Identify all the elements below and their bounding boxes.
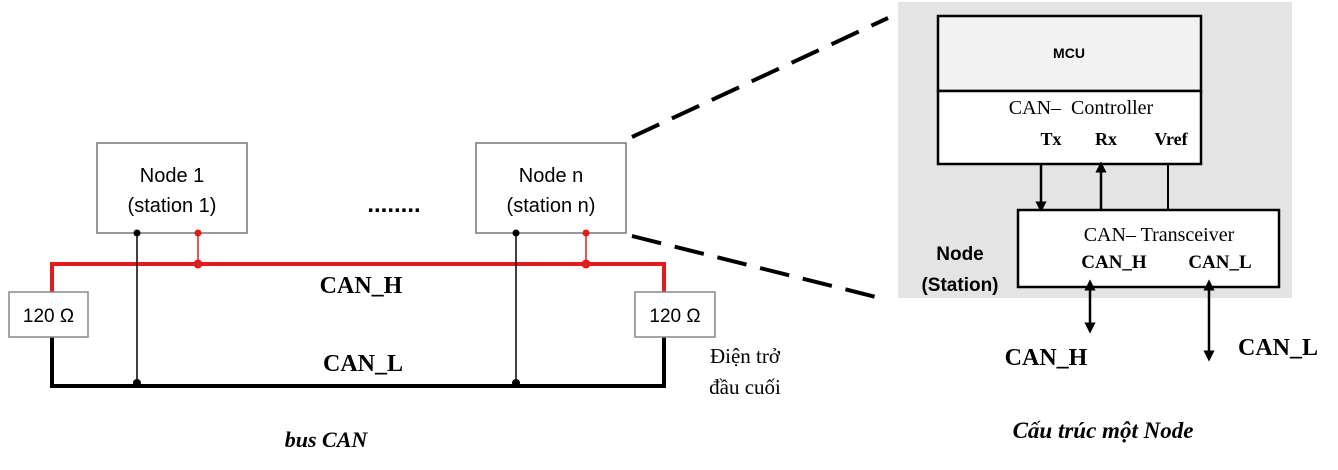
zoom-line-top [631, 16, 889, 139]
can-l-wire [50, 337, 666, 388]
terminator-label-line1: Điện trở [710, 344, 781, 368]
output-can-l-label: CAN_L [1238, 335, 1318, 361]
bus-caption: bus CAN [285, 427, 369, 452]
node-1-box [96, 142, 248, 234]
node-n-subtitle: (station n) [507, 195, 596, 217]
can-controller-label: CAN– Controller [1009, 97, 1154, 119]
node-1-title: Node 1 [140, 165, 205, 187]
node-n-can-h-junction [581, 259, 591, 269]
can-l-label: CAN_L [323, 351, 403, 377]
resistor-right [634, 291, 716, 338]
can-h-wire [50, 262, 666, 292]
node-n-can-l-junction [512, 379, 520, 387]
zoom-line-bottom [631, 234, 889, 302]
tx-pin-label: Tx [1040, 129, 1061, 149]
node-1-can-l-junction [133, 379, 141, 387]
ellipsis-dots: ........ [367, 191, 420, 218]
node-1-can-l-top-dot [133, 229, 141, 237]
resistor-left-label: 120 Ω [23, 306, 74, 327]
transceiver-can-h-label: CAN_H [1081, 252, 1147, 273]
output-can-h-label: CAN_H [1005, 345, 1088, 371]
node-structure-caption: Cấu trúc một Node [1013, 418, 1194, 443]
node-n-can-h-top-dot [582, 229, 590, 237]
resistor-right-label: 120 Ω [649, 306, 700, 327]
terminator-label-line2: đầu cuối [709, 375, 781, 399]
can-transceiver-block [1016, 208, 1281, 289]
node-n-can-l-top-dot [512, 229, 520, 237]
node-n-box [475, 142, 627, 234]
can-transceiver-label: CAN– Transceiver [1084, 224, 1235, 246]
node-station-label-line2: (Station) [921, 275, 998, 296]
node-station-label-line1: Node [936, 244, 984, 265]
node-1-subtitle: (station 1) [128, 195, 217, 217]
node-n-title: Node n [519, 165, 584, 187]
transceiver-can-l-label: CAN_L [1188, 252, 1251, 273]
can-h-label: CAN_H [320, 273, 403, 299]
rx-pin-label: Rx [1095, 129, 1117, 149]
node-1-can-h-junction [193, 259, 203, 269]
mcu-label: MCU [1053, 45, 1085, 61]
can-controller-block [936, 89, 1203, 166]
resistor-left [8, 291, 89, 338]
vref-pin-label: Vref [1154, 129, 1188, 149]
node-1-can-h-top-dot [194, 229, 202, 237]
